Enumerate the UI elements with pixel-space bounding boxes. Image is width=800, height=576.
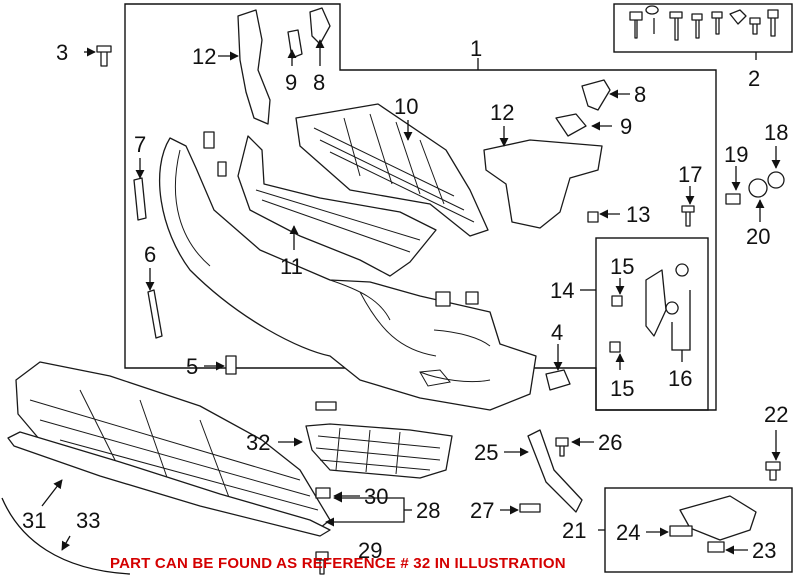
callout-6: 6 <box>144 242 156 267</box>
part-22-bolt <box>765 461 781 481</box>
part-17-clip <box>681 205 695 227</box>
callout-19: 19 <box>724 142 748 167</box>
callout-8-top: 8 <box>313 70 325 95</box>
callout-31: 31 <box>22 508 46 533</box>
part-33-molding <box>1 497 131 575</box>
part-14-kit <box>609 263 689 353</box>
part-4-cover <box>545 369 571 391</box>
main-assembly-box <box>124 3 717 411</box>
part-23-pad <box>707 541 725 553</box>
part-20-bushing <box>748 178 768 198</box>
callout-12-right: 12 <box>490 100 514 125</box>
callout-32: 32 <box>246 430 270 455</box>
callout-15-top: 15 <box>610 254 634 279</box>
callout-2: 2 <box>748 66 760 91</box>
bracket-kit-box <box>595 237 709 411</box>
callout-27: 27 <box>470 498 494 523</box>
callout-13: 13 <box>626 202 650 227</box>
callout-20: 20 <box>746 224 770 249</box>
part-27-clip <box>519 503 541 513</box>
callout-10: 10 <box>394 94 418 119</box>
callout-25: 25 <box>474 440 498 465</box>
callout-3: 3 <box>56 40 68 65</box>
part-9-bracket-right <box>555 113 587 137</box>
part-8-bracket-right <box>581 79 611 111</box>
callout-15-bottom: 15 <box>610 376 634 401</box>
callout-12-top: 12 <box>192 44 216 69</box>
part-10-grille <box>295 103 489 237</box>
callout-28: 28 <box>416 498 440 523</box>
part-29-bolt <box>315 551 329 575</box>
bumper-cover <box>159 131 537 411</box>
part-32-grille-insert <box>305 423 453 479</box>
part-31-lower-strip <box>7 431 331 537</box>
callout-labels: 1 2 3 4 5 6 7 8 8 9 9 10 11 12 12 13 14 … <box>22 36 788 563</box>
part-12-bracket-right <box>483 139 603 229</box>
part-6-trim-left <box>147 289 163 339</box>
reference-note: PART CAN BE FOUND AS REFERENCE # 32 IN I… <box>110 555 566 572</box>
callout-30: 30 <box>364 484 388 509</box>
callout-9-top: 9 <box>285 70 297 95</box>
callout-7: 7 <box>134 132 146 157</box>
callout-16: 16 <box>668 366 692 391</box>
leader-lines <box>41 39 781 555</box>
part-19-nut <box>725 193 741 205</box>
callout-8-right: 8 <box>634 82 646 107</box>
part-13-clip <box>587 211 599 223</box>
part-25-trim-strip <box>527 429 583 513</box>
part-3-bolt <box>96 45 112 67</box>
part-5-sensor-bracket <box>225 355 237 375</box>
callout-5: 5 <box>186 354 198 379</box>
part-12-bracket-left <box>237 9 271 125</box>
callout-21: 21 <box>562 518 586 543</box>
callout-1: 1 <box>470 36 482 61</box>
part-26-bolt <box>555 437 569 457</box>
callout-24: 24 <box>616 520 640 545</box>
part-9-bracket-top <box>287 29 303 59</box>
callout-9-right: 9 <box>620 114 632 139</box>
hardware-fasteners <box>629 5 779 41</box>
callout-14: 14 <box>550 278 574 303</box>
callout-17: 17 <box>678 162 702 187</box>
part-24-pad <box>669 525 693 537</box>
callout-22: 22 <box>764 402 788 427</box>
callout-23: 23 <box>752 538 776 563</box>
part-30-clip <box>315 487 331 499</box>
callout-11: 11 <box>280 254 303 279</box>
part-8-bracket-top <box>309 7 331 45</box>
callout-33: 33 <box>76 508 100 533</box>
part-11-support <box>237 135 437 277</box>
callout-18: 18 <box>764 120 788 145</box>
callout-26: 26 <box>598 430 622 455</box>
callout-4: 4 <box>551 320 563 345</box>
part-7-reflector-left <box>133 177 147 221</box>
callout-29: 29 <box>358 538 382 563</box>
hardware-box <box>613 3 793 53</box>
part-18-grommet <box>767 171 785 189</box>
